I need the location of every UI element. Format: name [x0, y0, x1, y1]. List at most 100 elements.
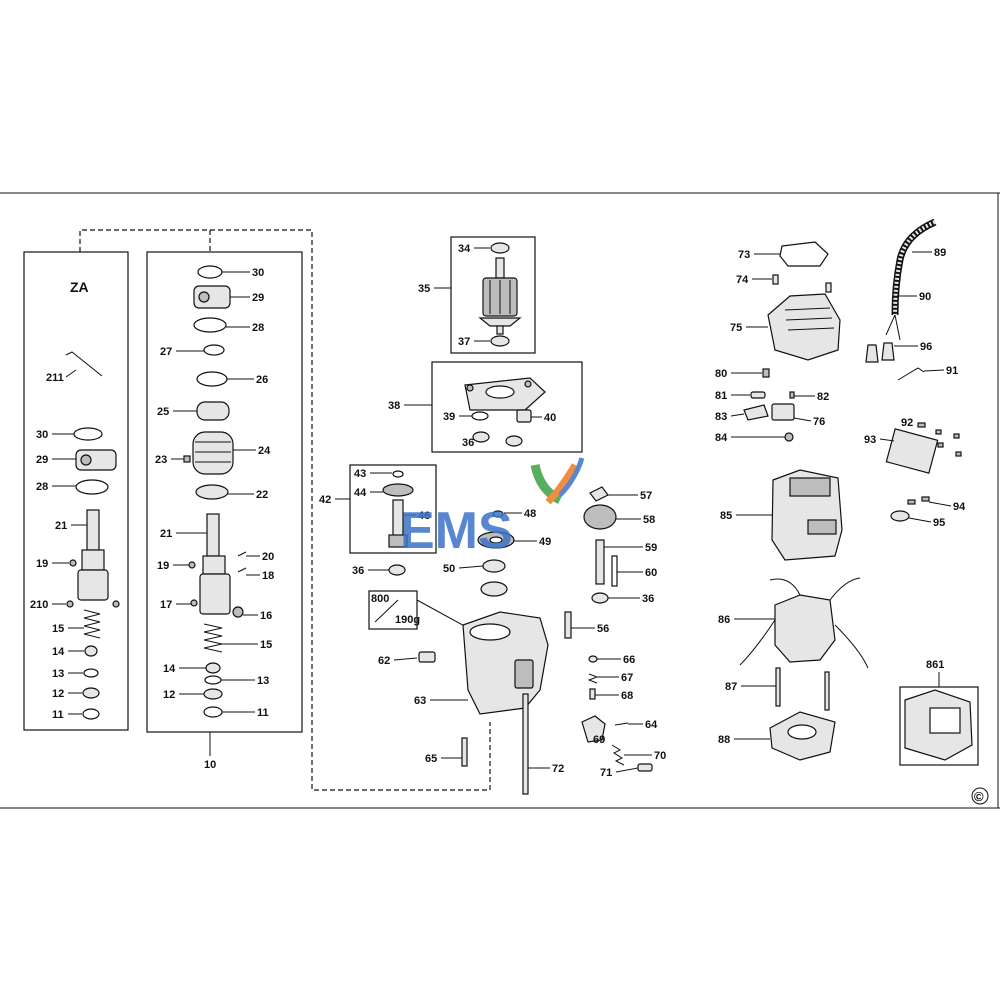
svg-text:67: 67	[621, 672, 633, 684]
cable-parts	[865, 218, 979, 766]
field-coil-icon	[774, 594, 836, 663]
svg-text:93: 93	[864, 434, 876, 446]
screw-icon	[183, 455, 191, 463]
svg-text:49: 49	[539, 536, 551, 548]
logo-text: EMS	[400, 502, 513, 560]
svg-text:63: 63	[414, 695, 426, 707]
pin-icon	[69, 559, 77, 567]
svg-text:36: 36	[352, 565, 364, 577]
bellows-large-icon	[192, 431, 234, 475]
svg-text:38: 38	[388, 400, 400, 412]
bearing-icon	[490, 242, 510, 254]
svg-text:72: 72	[552, 763, 564, 775]
svg-text:64: 64	[645, 719, 658, 731]
svg-text:75: 75	[730, 322, 742, 334]
svg-text:28: 28	[252, 322, 264, 334]
svg-text:66: 66	[623, 654, 635, 666]
small-parts	[581, 655, 653, 772]
svg-text:14: 14	[163, 663, 176, 675]
shaft-parts	[564, 486, 618, 639]
svg-text:68: 68	[621, 690, 633, 702]
svg-text:95: 95	[933, 517, 945, 529]
screw-icon	[461, 737, 468, 767]
cap-plate-icon	[779, 241, 829, 267]
spindle-icon	[206, 513, 220, 557]
svg-text:39: 39	[443, 411, 455, 423]
svg-text:92: 92	[901, 417, 913, 429]
logo-swoosh-orange	[545, 463, 579, 505]
cable-clamp-icon	[890, 510, 910, 522]
bellows-icon	[196, 401, 230, 421]
svg-text:14: 14	[52, 646, 65, 658]
brush-holder-icon	[743, 404, 769, 421]
za-callouts: 211 30 29 28 21 19 210 15 14 13 12 11	[30, 369, 87, 721]
svg-text:86: 86	[718, 614, 730, 626]
armature-shaft-icon	[495, 257, 505, 279]
bearing-icon	[472, 431, 490, 443]
svg-text:12: 12	[52, 688, 64, 700]
svg-text:83: 83	[715, 411, 727, 423]
o-ring-icon	[83, 668, 99, 678]
svg-text:94: 94	[953, 501, 966, 513]
dashed-connector-main	[79, 229, 491, 791]
grease-tube-icon	[374, 599, 399, 623]
spring-icon	[203, 623, 223, 653]
svg-text:56: 56	[597, 623, 609, 635]
svg-text:50: 50	[443, 563, 455, 575]
svg-text:30: 30	[36, 429, 48, 441]
svg-text:190g: 190g	[395, 614, 420, 626]
svg-text:26: 26	[256, 374, 268, 386]
svg-text:73: 73	[738, 249, 750, 261]
svg-text:861: 861	[926, 659, 944, 671]
svg-text:11: 11	[52, 709, 64, 721]
svg-text:84: 84	[715, 432, 728, 444]
svg-text:20: 20	[262, 551, 274, 563]
svg-text:23: 23	[155, 454, 167, 466]
svg-text:211: 211	[46, 372, 64, 384]
svg-text:30: 30	[252, 267, 264, 279]
armature-box	[450, 236, 536, 354]
spring-clip-icon	[237, 551, 247, 573]
assembly-10-parts	[183, 265, 247, 718]
svg-text:74: 74	[736, 274, 749, 286]
svg-text:29: 29	[252, 292, 264, 304]
flange-parts	[464, 377, 546, 447]
switch-icon	[771, 403, 795, 421]
svg-text:210: 210	[30, 599, 48, 611]
ring-icon	[75, 479, 109, 495]
svg-text:69: 69	[593, 734, 605, 746]
screw-plug-icon	[418, 651, 436, 663]
svg-text:46: 46	[418, 510, 430, 522]
long-screw-icon	[522, 693, 529, 795]
copyright-mark: ©	[974, 789, 984, 804]
svg-text:76: 76	[813, 416, 825, 428]
sleeve-icon	[84, 645, 98, 657]
circlip-icon	[73, 427, 103, 441]
za-parts	[65, 351, 120, 720]
motor-cover-icon	[767, 293, 841, 361]
svg-text:62: 62	[378, 655, 390, 667]
za-group-label: ZA	[70, 279, 89, 295]
spindle-icon	[86, 509, 100, 551]
svg-text:65: 65	[425, 753, 437, 765]
gear-parts	[382, 470, 414, 548]
svg-text:35: 35	[418, 283, 430, 295]
circlip-icon	[197, 265, 223, 279]
svg-text:42: 42	[319, 494, 331, 506]
spindle-icon	[595, 539, 605, 585]
flange-box	[431, 361, 583, 453]
svg-text:36: 36	[642, 593, 654, 605]
svg-text:80: 80	[715, 368, 727, 380]
svg-text:59: 59	[645, 542, 657, 554]
svg-text:19: 19	[36, 558, 48, 570]
svg-text:57: 57	[640, 490, 652, 502]
pin-icon	[564, 611, 572, 639]
svg-text:18: 18	[262, 570, 274, 582]
svg-text:21: 21	[55, 520, 67, 532]
washer-icon	[82, 687, 100, 699]
svg-text:44: 44	[354, 487, 367, 499]
svg-text:90: 90	[919, 291, 931, 303]
assembly-10-label: 10	[204, 759, 216, 771]
armature-parts	[478, 242, 522, 347]
intermediate-gear-parts	[477, 510, 515, 597]
